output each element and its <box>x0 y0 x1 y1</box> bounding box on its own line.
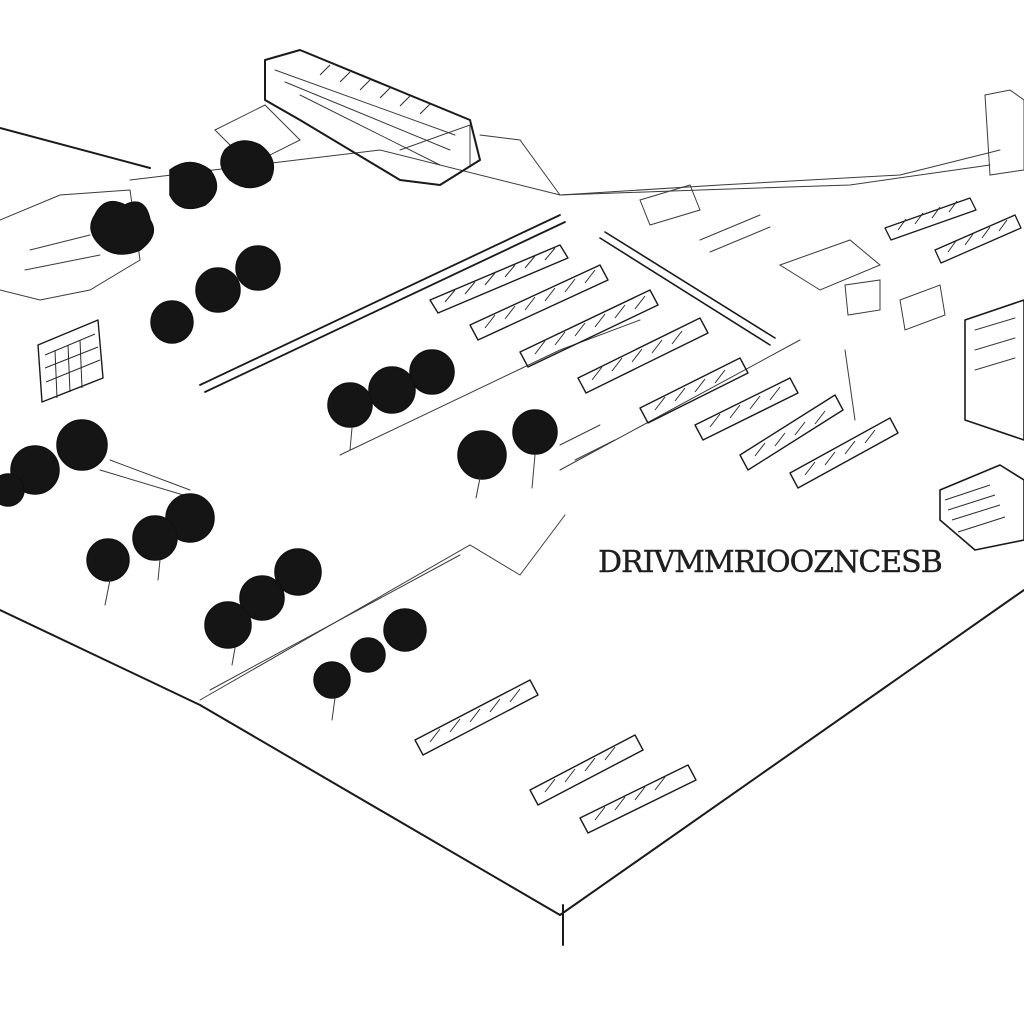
row-h <box>789 417 899 489</box>
right-building <box>939 89 1024 551</box>
row-a <box>429 244 569 314</box>
left-structures <box>0 140 275 403</box>
misc-structures <box>559 184 946 461</box>
row-front-2 <box>529 734 644 806</box>
ground-plane <box>0 127 1024 946</box>
row-g <box>739 394 844 471</box>
row-e <box>639 357 749 424</box>
trees <box>0 245 558 721</box>
row-back-right <box>884 197 1022 264</box>
row-d <box>577 317 709 394</box>
row-c <box>519 289 659 368</box>
row-b <box>469 264 609 341</box>
plan-label: DRIVMMRIOOZNCESB <box>598 545 942 580</box>
main-building <box>214 49 561 196</box>
row-front-1 <box>414 679 539 756</box>
row-front-3 <box>579 764 697 834</box>
row-f <box>694 377 799 441</box>
road-network <box>99 214 856 701</box>
parking-rows <box>414 197 1022 834</box>
